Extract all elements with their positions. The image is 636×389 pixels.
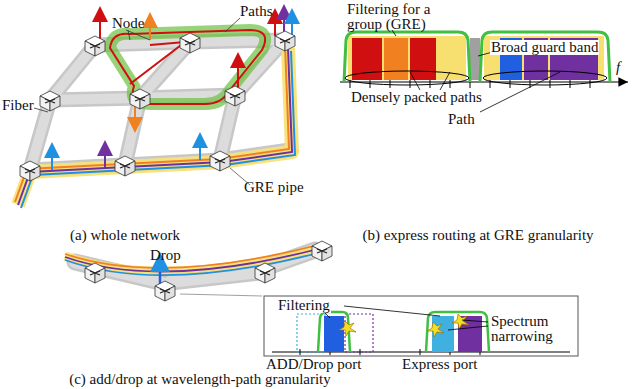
subcaption: (c) add/drop at wavelength-path granular… xyxy=(69,372,331,387)
subcaption: (b) express routing at GRE granularity xyxy=(362,228,593,243)
port-label: Express port xyxy=(402,357,477,372)
path-label: Path xyxy=(448,112,475,127)
drop-label: Drop xyxy=(150,248,181,263)
axis-label: f xyxy=(616,60,620,75)
filter-label: Filtering for a group (GRE) xyxy=(347,2,447,32)
node-label: Node xyxy=(112,16,145,31)
fiber-label: Fiber xyxy=(2,98,34,113)
guard-band-label: Broad guard band xyxy=(490,40,599,55)
gre-pipe-label: GRE pipe xyxy=(244,180,304,195)
narrowing-label: Spectrum narrowing xyxy=(490,314,572,344)
port-label: ADD/Drop port xyxy=(266,357,361,372)
paths-label: Paths xyxy=(240,4,273,19)
filtering-label: Filtering xyxy=(277,298,331,313)
subcaption: (a) whole network xyxy=(70,228,180,243)
packed-paths-label: Densely packed paths xyxy=(350,90,483,105)
